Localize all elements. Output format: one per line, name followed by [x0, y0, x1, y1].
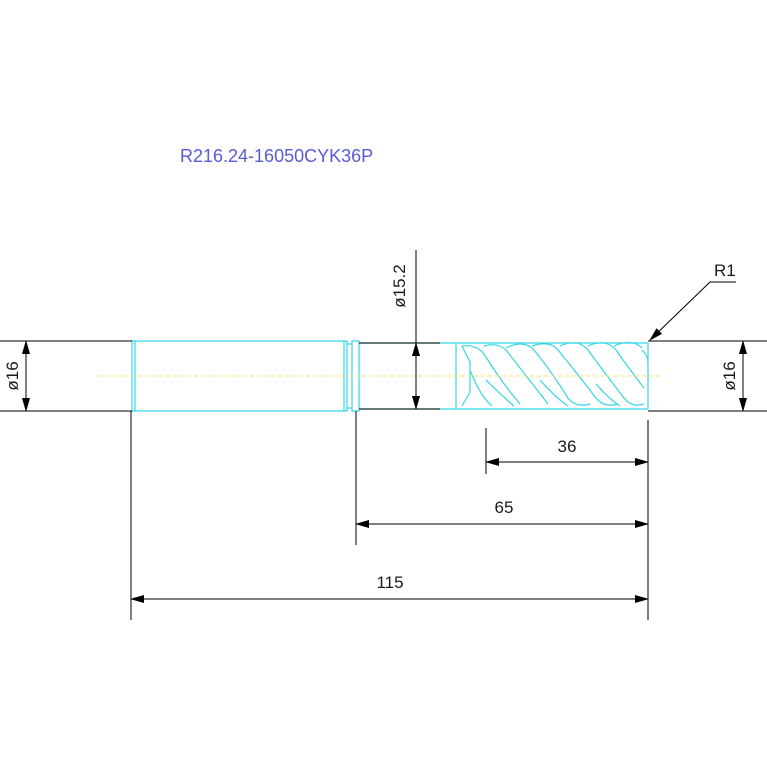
- corner-radius-label: R1: [714, 261, 736, 280]
- helical-flutes: [461, 341, 649, 407]
- corner-radius-leader: [649, 281, 736, 341]
- shank-diameter-label: ø16: [3, 361, 22, 390]
- overall-length-label: 115: [376, 573, 403, 592]
- part-number-title: R216.24-16050CYK36P: [180, 146, 373, 166]
- dimensions: [0, 250, 767, 620]
- cutting-diameter-label: ø16: [720, 361, 739, 390]
- tool-body: [131, 340, 649, 412]
- flute-length-label: 36: [558, 437, 577, 456]
- reach-length-label: 65: [495, 498, 514, 517]
- neck-diameter-label: ø15.2: [390, 264, 409, 307]
